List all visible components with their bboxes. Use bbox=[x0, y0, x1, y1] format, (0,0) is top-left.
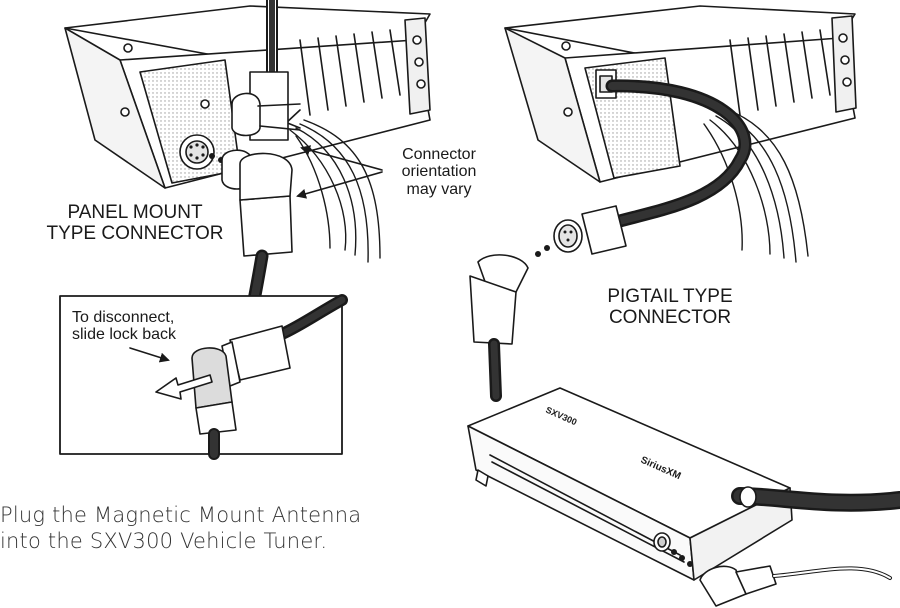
panel-mount-label-line1: PANEL MOUNT bbox=[67, 202, 203, 223]
pigtail-label: PIGTAIL TYPE CONNECTOR bbox=[565, 286, 775, 328]
tuner-plug bbox=[699, 565, 777, 607]
instruction-caption-line2: into the SXV300 Vehicle Tuner. bbox=[0, 529, 328, 554]
right-plug bbox=[469, 254, 529, 345]
panel-mount-label-line2: TYPE CONNECTOR bbox=[46, 222, 224, 244]
orientation-note: Connector orientation may vary bbox=[380, 146, 498, 198]
pigtail-dots bbox=[535, 245, 550, 257]
orientation-note-line3: may vary bbox=[406, 180, 472, 198]
disconnect-inset bbox=[59, 294, 348, 460]
orientation-arrow-icon bbox=[300, 145, 383, 171]
panel-mount-connector bbox=[221, 71, 301, 257]
pigtail-label-line1: PIGTAIL TYPE bbox=[607, 286, 733, 307]
disconnect-note-line2: slide lock back bbox=[72, 326, 177, 344]
instruction-caption: Plug the Magnetic Mount Antenna into the… bbox=[0, 502, 361, 554]
instruction-caption-line1: Plug the Magnetic Mount Antenna bbox=[0, 503, 362, 527]
tuner-dots bbox=[671, 549, 693, 567]
pigtail-connector bbox=[553, 205, 627, 255]
disconnect-note-line1: To disconnect, bbox=[72, 309, 175, 326]
pigtail-label-line2: CONNECTOR bbox=[608, 306, 732, 328]
orientation-note-line2: orientation bbox=[401, 163, 477, 181]
orientation-note-line1: Connector bbox=[402, 146, 476, 163]
vehicle-tuner bbox=[467, 387, 793, 581]
disconnect-note: To disconnect, slide lock back bbox=[72, 309, 176, 344]
panel-mount-label: PANEL MOUNT TYPE CONNECTOR bbox=[20, 202, 250, 244]
disconnect-arrow-icon bbox=[155, 374, 213, 400]
